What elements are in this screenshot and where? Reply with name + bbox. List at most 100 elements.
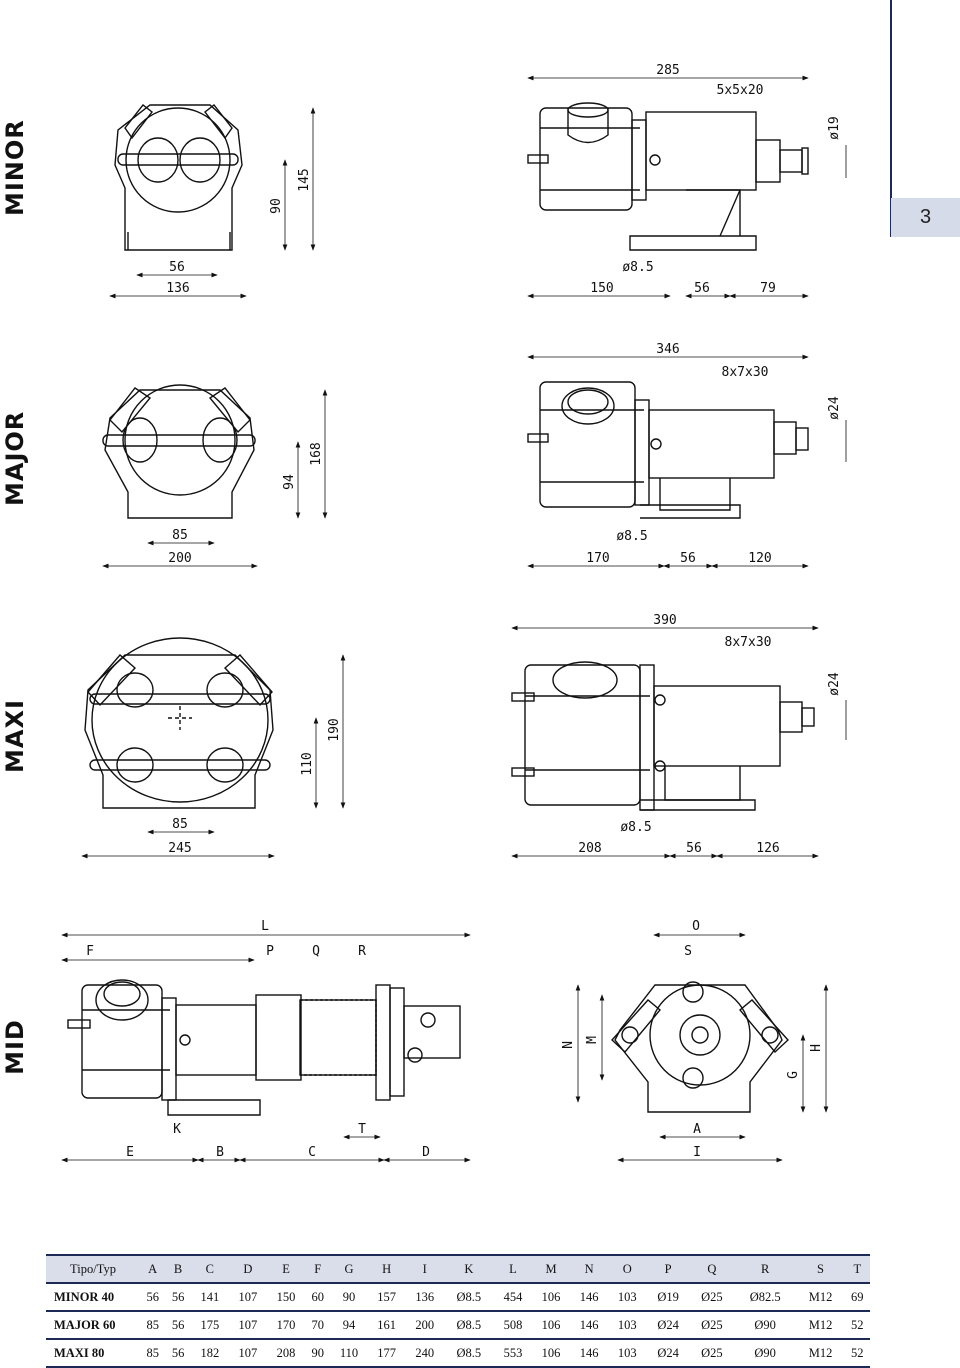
maxi-side-view [511,661,815,811]
dimension-labels: 56 136 90 145 285 5x5x20 ø19 ø8.5 150 56… [86,63,842,1160]
table-header-cell: O [608,1254,647,1284]
table-cell: 136 [415,1289,435,1304]
table-header-cell: D [228,1254,267,1284]
major-side-view [527,381,809,519]
table-cell: Ø19 [657,1289,679,1304]
table-cell: 508 [503,1317,523,1332]
maxi-dim-208: 208 [578,841,601,856]
table-cell: Ø82.5 [749,1289,781,1304]
minor-dim-136: 136 [166,281,189,296]
dimension-lines [61,75,847,1163]
maxi-dim-85: 85 [172,817,188,832]
table-header-cell: P [646,1254,691,1284]
mid-label-A: A [693,1122,701,1137]
minor-dim-90: 90 [269,198,284,214]
major-dim-hole: ø8.5 [616,529,647,544]
mid-label-C: C [308,1145,316,1160]
minor-dim-145: 145 [297,168,312,191]
table-header-cell: H [367,1254,406,1284]
table-cell: 69 [851,1289,864,1304]
mid-label-G: G [786,1071,801,1079]
maxi-dim-190: 190 [327,718,342,741]
minor-dim-79: 79 [760,281,776,296]
table-cell: Ø8.5 [456,1289,482,1304]
table-cell: 170 [276,1317,296,1332]
major-front-view [102,384,256,519]
technical-drawings: 56 136 90 145 285 5x5x20 ø19 ø8.5 150 56… [61,63,847,1163]
major-dim-85: 85 [172,528,188,543]
table-header-cell: K [443,1254,494,1284]
table-header-cell: E [266,1254,306,1284]
table-cell: 90 [311,1345,325,1360]
mid-label-D: D [422,1145,430,1160]
major-dim-170: 170 [586,551,609,566]
major-dim-key: 8x7x30 [722,365,769,380]
table-cell: 200 [415,1317,435,1332]
table-cell: Ø90 [754,1345,776,1360]
table-cell: Ø24 [657,1345,679,1360]
table-cell: Ø8.5 [456,1317,482,1332]
table-row-name: MINOR 40 [54,1289,115,1304]
table-header-cell: R [733,1254,797,1284]
minor-dim-hole: ø8.5 [622,260,653,275]
table-cell: 85 [146,1317,159,1332]
table-cell: 240 [415,1345,435,1360]
mid-label-L: L [261,919,269,934]
minor-dim-56: 56 [169,260,185,275]
minor-dim-285: 285 [656,63,679,78]
table-cell: Ø8.5 [456,1345,482,1360]
maxi-front-view [84,637,274,809]
table-cell: 103 [617,1345,637,1360]
table-cell: 107 [238,1345,258,1360]
table-cell: 208 [276,1345,296,1360]
table-cell: 90 [342,1289,356,1304]
table-cell: 56 [146,1289,159,1304]
table-cell: 110 [339,1345,359,1360]
mid-label-P: P [266,944,274,959]
table-header-cell: B [165,1254,191,1284]
table-cell: 146 [579,1345,599,1360]
table-cell: 175 [200,1317,220,1332]
table-cell: 106 [541,1289,561,1304]
minor-dim-key: 5x5x20 [717,83,764,98]
table-header-cell: M [532,1254,571,1284]
table-cell: 52 [851,1317,864,1332]
table-header-cell: G [330,1254,368,1284]
mid-label-F: F [86,944,94,959]
table-cell: 182 [200,1345,220,1360]
table-cell: 157 [377,1289,397,1304]
mid-label-K: K [173,1122,181,1137]
table-cell: 60 [311,1289,325,1304]
mid-label-R: R [358,944,366,959]
mid-pump-side-view [67,979,461,1116]
table-header-type: Tipo/Typ [46,1254,140,1284]
minor-dim-150: 150 [590,281,613,296]
mid-label-E: E [126,1145,134,1160]
minor-side-view [527,102,809,251]
table-cell: 52 [851,1345,864,1360]
table-cell: M12 [808,1317,833,1332]
table-cell: 56 [171,1289,185,1304]
table-cell: 146 [579,1317,599,1332]
table-cell: 146 [579,1289,599,1304]
table-header-cell: A [140,1254,166,1284]
table-cell: 103 [617,1289,637,1304]
table-cell: 107 [238,1289,258,1304]
maxi-dim-126: 126 [756,841,779,856]
table-header-cell: Q [690,1254,734,1284]
mid-label-Q: Q [312,944,320,959]
mid-pump-front-view [611,981,789,1113]
table-row-name: MAXI 80 [54,1345,105,1360]
mid-label-H: H [809,1044,824,1052]
mid-label-B: B [216,1145,224,1160]
mid-label-M: M [585,1036,600,1044]
table-cell: 85 [146,1345,159,1360]
table-header-cell: N [570,1254,609,1284]
table-cell: 150 [276,1289,296,1304]
minor-dim-56b: 56 [694,281,710,296]
table-cell: 553 [503,1345,523,1360]
maxi-dim-shaft: ø24 [827,672,842,696]
